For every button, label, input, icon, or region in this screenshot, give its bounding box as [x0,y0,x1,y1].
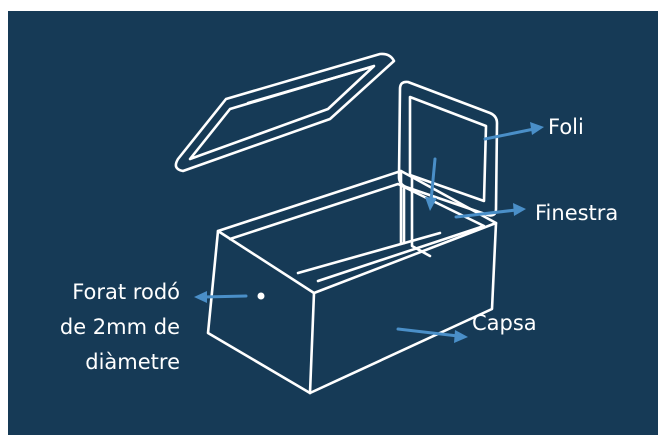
box-body-drawing [206,169,498,395]
diagram-canvas: Foli Finestra Capsa Forat rodó de 2mm de… [8,11,658,435]
label-forat-line-2: de 2mm de [59,315,180,339]
label-finestra: Finestra [535,201,619,225]
label-forat: Forat rodó de 2mm de diàmetre [60,275,180,380]
foli-arrow [483,122,544,141]
label-forat-line-1: Forat rodó [72,280,180,304]
lid-drawing [174,52,396,173]
label-capsa: Capsa [472,311,537,335]
finestra-arrow [454,203,526,219]
label-foli: Foli [548,115,584,139]
hole-dot [257,292,265,300]
capsa-arrow [396,327,468,343]
down-arrow [425,157,437,211]
label-forat-line-3: diàmetre [85,350,180,374]
forat-arrow [194,291,248,303]
box-illustration [174,52,544,395]
